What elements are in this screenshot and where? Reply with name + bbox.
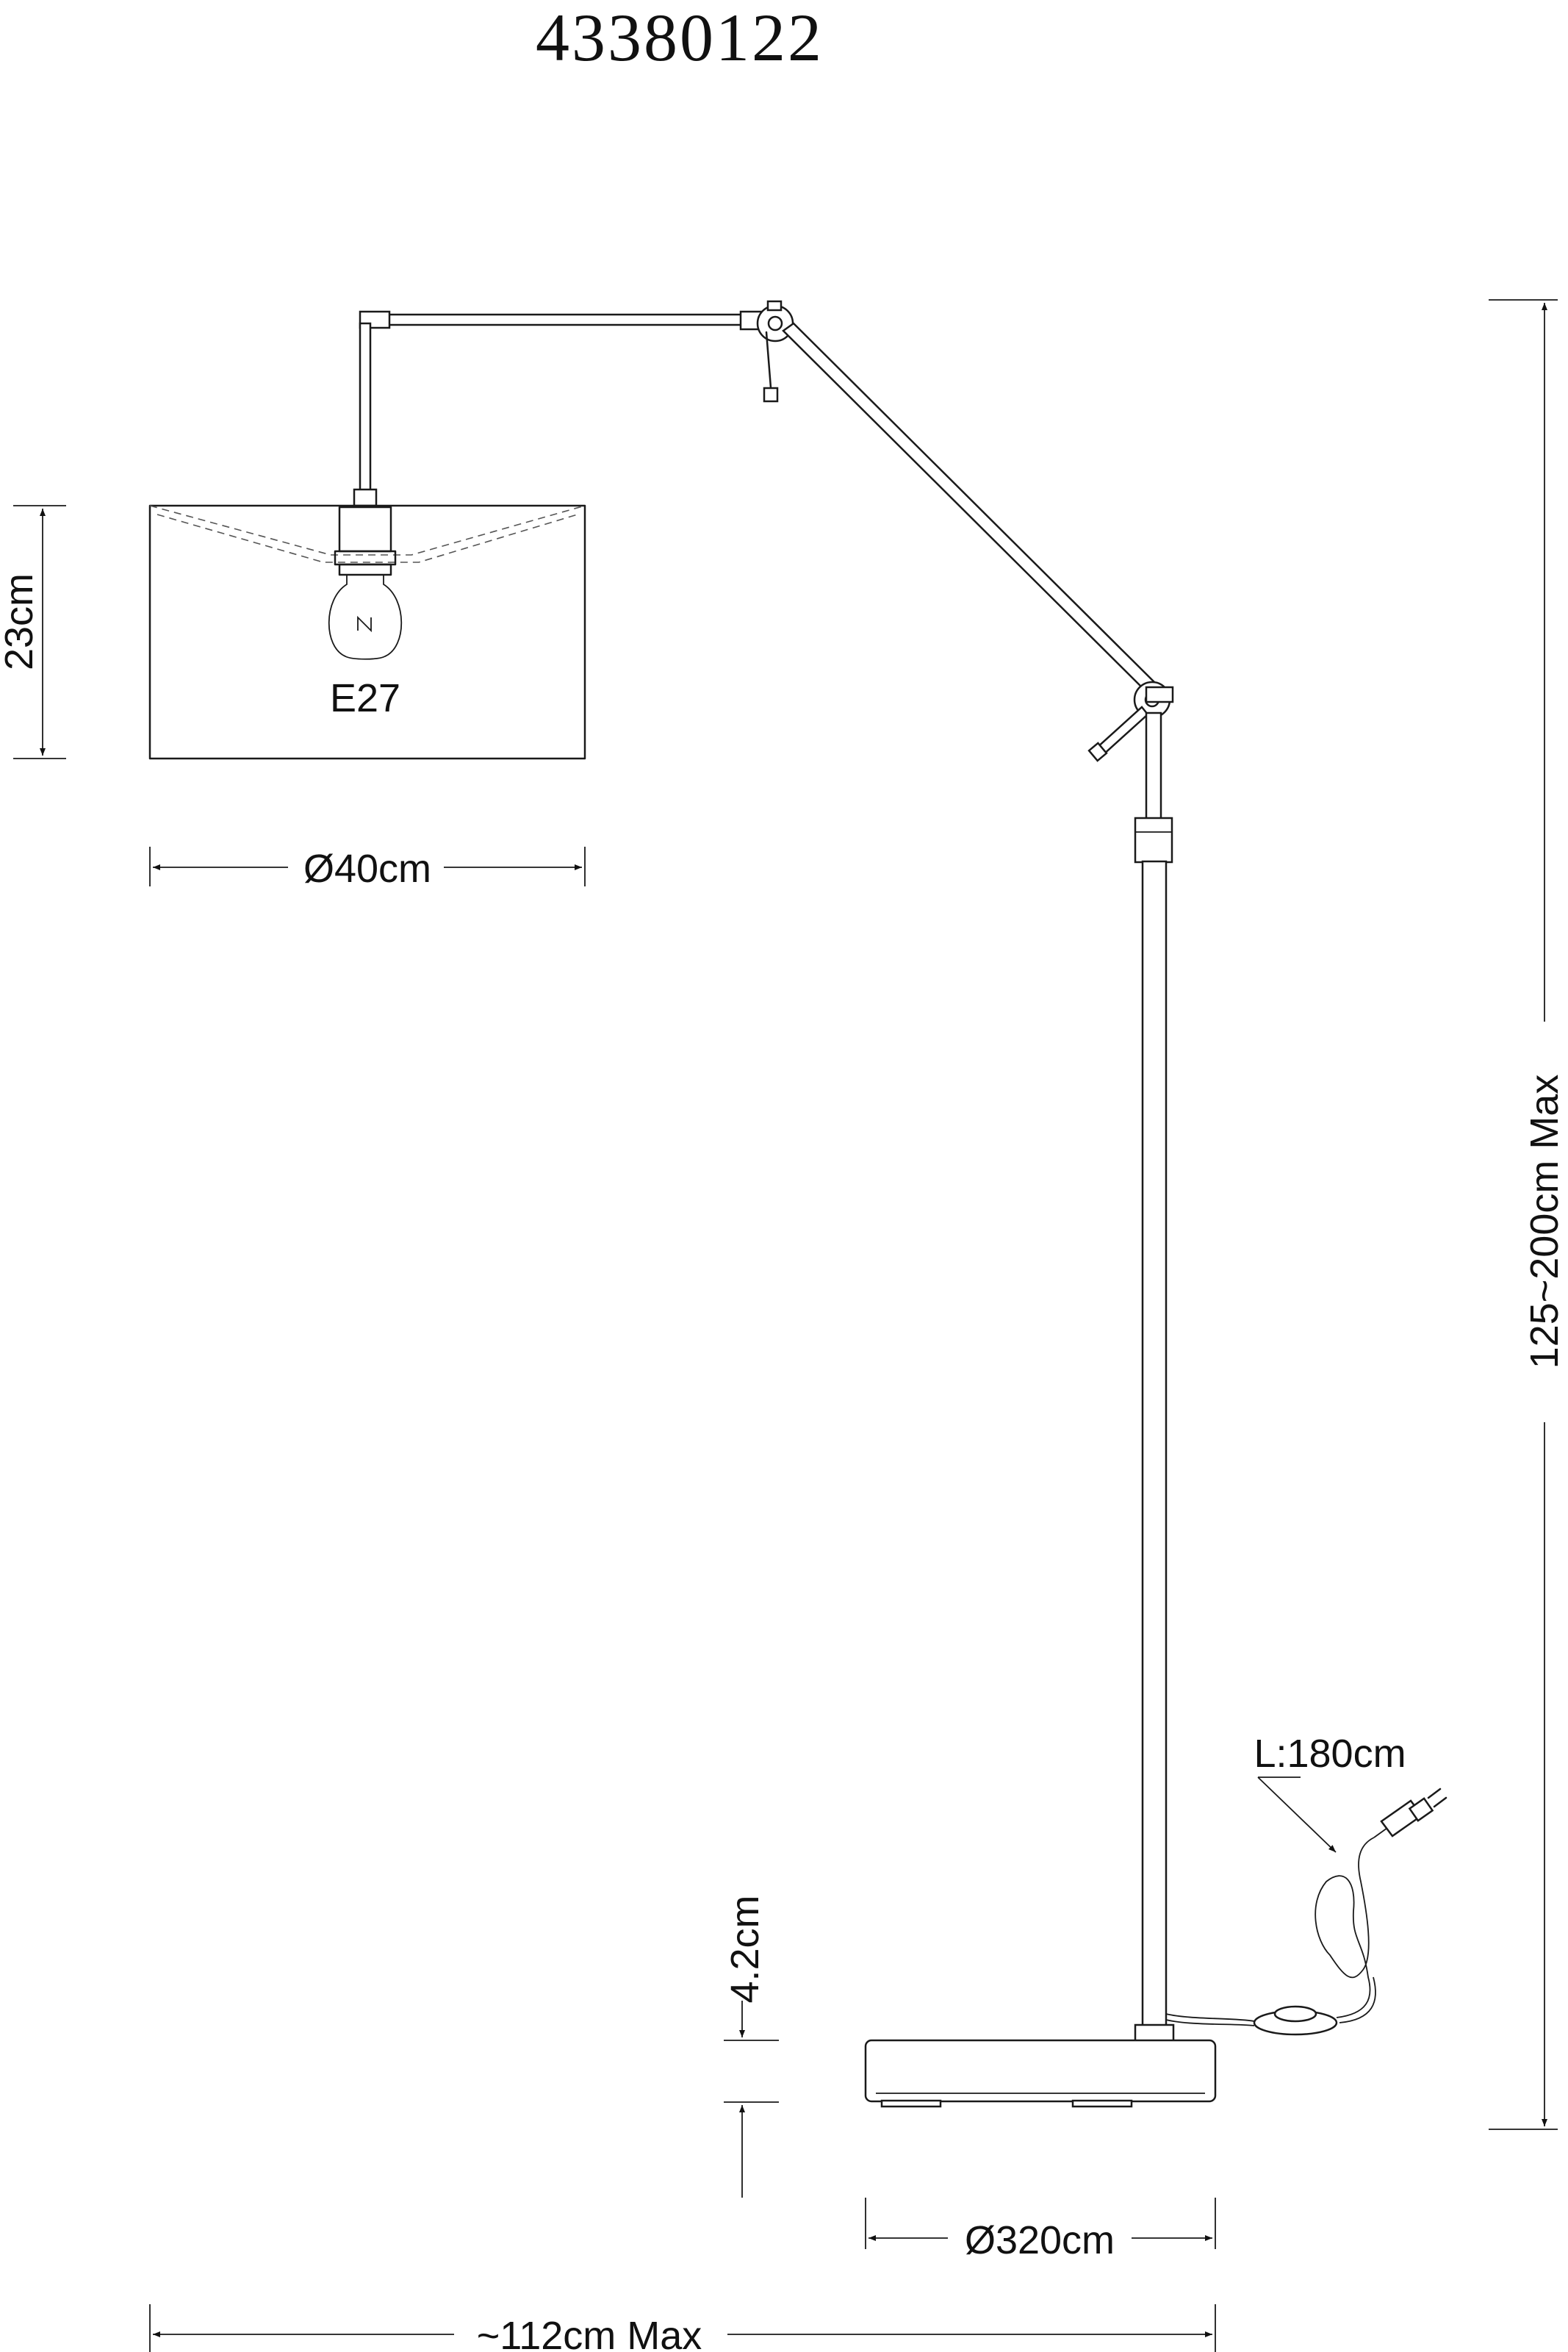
bulb-icon (328, 574, 403, 660)
model-number: 43380122 (536, 0, 824, 75)
total-reach-label: ~112cm Max (477, 2314, 702, 2352)
base-diameter-label: Ø320cm (965, 2218, 1115, 2262)
dim-shade-diameter: Ø40cm (149, 847, 586, 891)
dim-total-reach: ~112cm Max (149, 2304, 1216, 2352)
shade-height-label: 23cm (0, 573, 41, 670)
socket-label: E27 (330, 676, 400, 720)
foot-switch (1165, 1837, 1376, 2036)
cable-length-label: L:180cm (1254, 1732, 1406, 1776)
dim-base-diameter: Ø320cm (865, 2198, 1216, 2262)
dim-base-height: 4.2cm (723, 1895, 779, 2198)
plug-icon (1373, 1788, 1447, 1838)
lamp-body (353, 300, 1217, 2108)
total-height-label: 125~200cm Max (1522, 1075, 1567, 1369)
lamp-shade (148, 504, 586, 760)
dim-shade-height: 23cm (0, 505, 66, 759)
dim-cable-length: L:180cm (1254, 1732, 1406, 1853)
dim-total-height: 125~200cm Max (1489, 299, 1567, 2130)
base-height-label: 4.2cm (723, 1895, 767, 2003)
shade-diameter-label: Ø40cm (303, 847, 431, 891)
